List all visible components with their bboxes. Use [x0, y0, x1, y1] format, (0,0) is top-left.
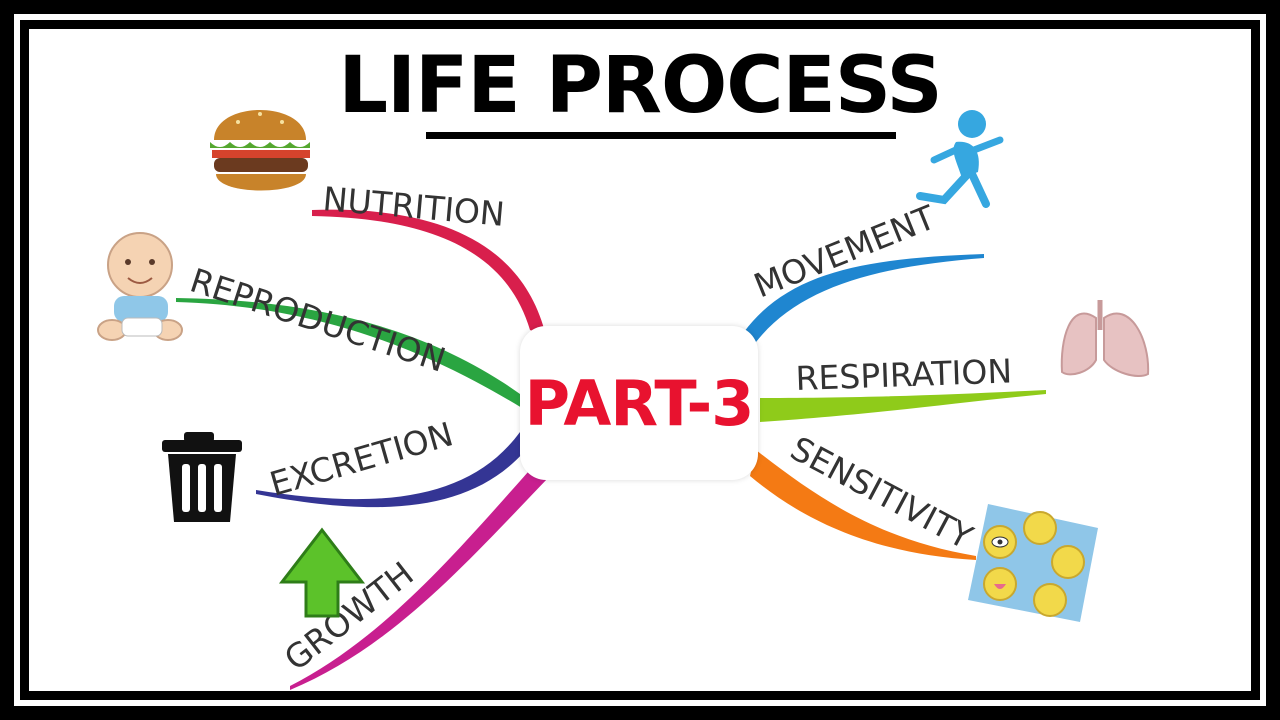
branch-ribbon-excretion	[256, 432, 524, 508]
branch-ribbon-nutrition	[312, 209, 546, 336]
branch-label-excretion: EXCRETION	[265, 414, 457, 503]
baby-icon	[97, 232, 183, 341]
title-underline	[426, 132, 896, 139]
branch-ribbon-reproduction	[176, 298, 522, 408]
sense-organs-icon	[968, 504, 1098, 622]
trash-bin-icon	[162, 432, 242, 522]
page-title: LIFE PROCESS	[338, 41, 942, 131]
branch-label-nutrition: NUTRITION	[321, 179, 506, 234]
branch-ribbon-growth	[290, 472, 548, 690]
lungs-icon	[1060, 300, 1150, 378]
branch-ribbon-sensitivity	[750, 450, 976, 560]
branch-label-respiration: RESPIRATION	[795, 351, 1013, 398]
branch-ribbon-respiration	[760, 390, 1046, 422]
center-node-label: PART-3	[524, 366, 755, 440]
up-arrow-icon	[278, 527, 366, 618]
center-node: PART-3	[520, 326, 758, 480]
branch-label-movement: MOVEMENT	[748, 197, 941, 305]
branch-ribbon-movement	[744, 254, 984, 342]
running-figure-icon	[916, 110, 1004, 208]
branch-label-reproduction: REPRODUCTION	[186, 261, 451, 380]
inner-frame	[20, 20, 1260, 700]
burger-icon	[210, 110, 310, 191]
